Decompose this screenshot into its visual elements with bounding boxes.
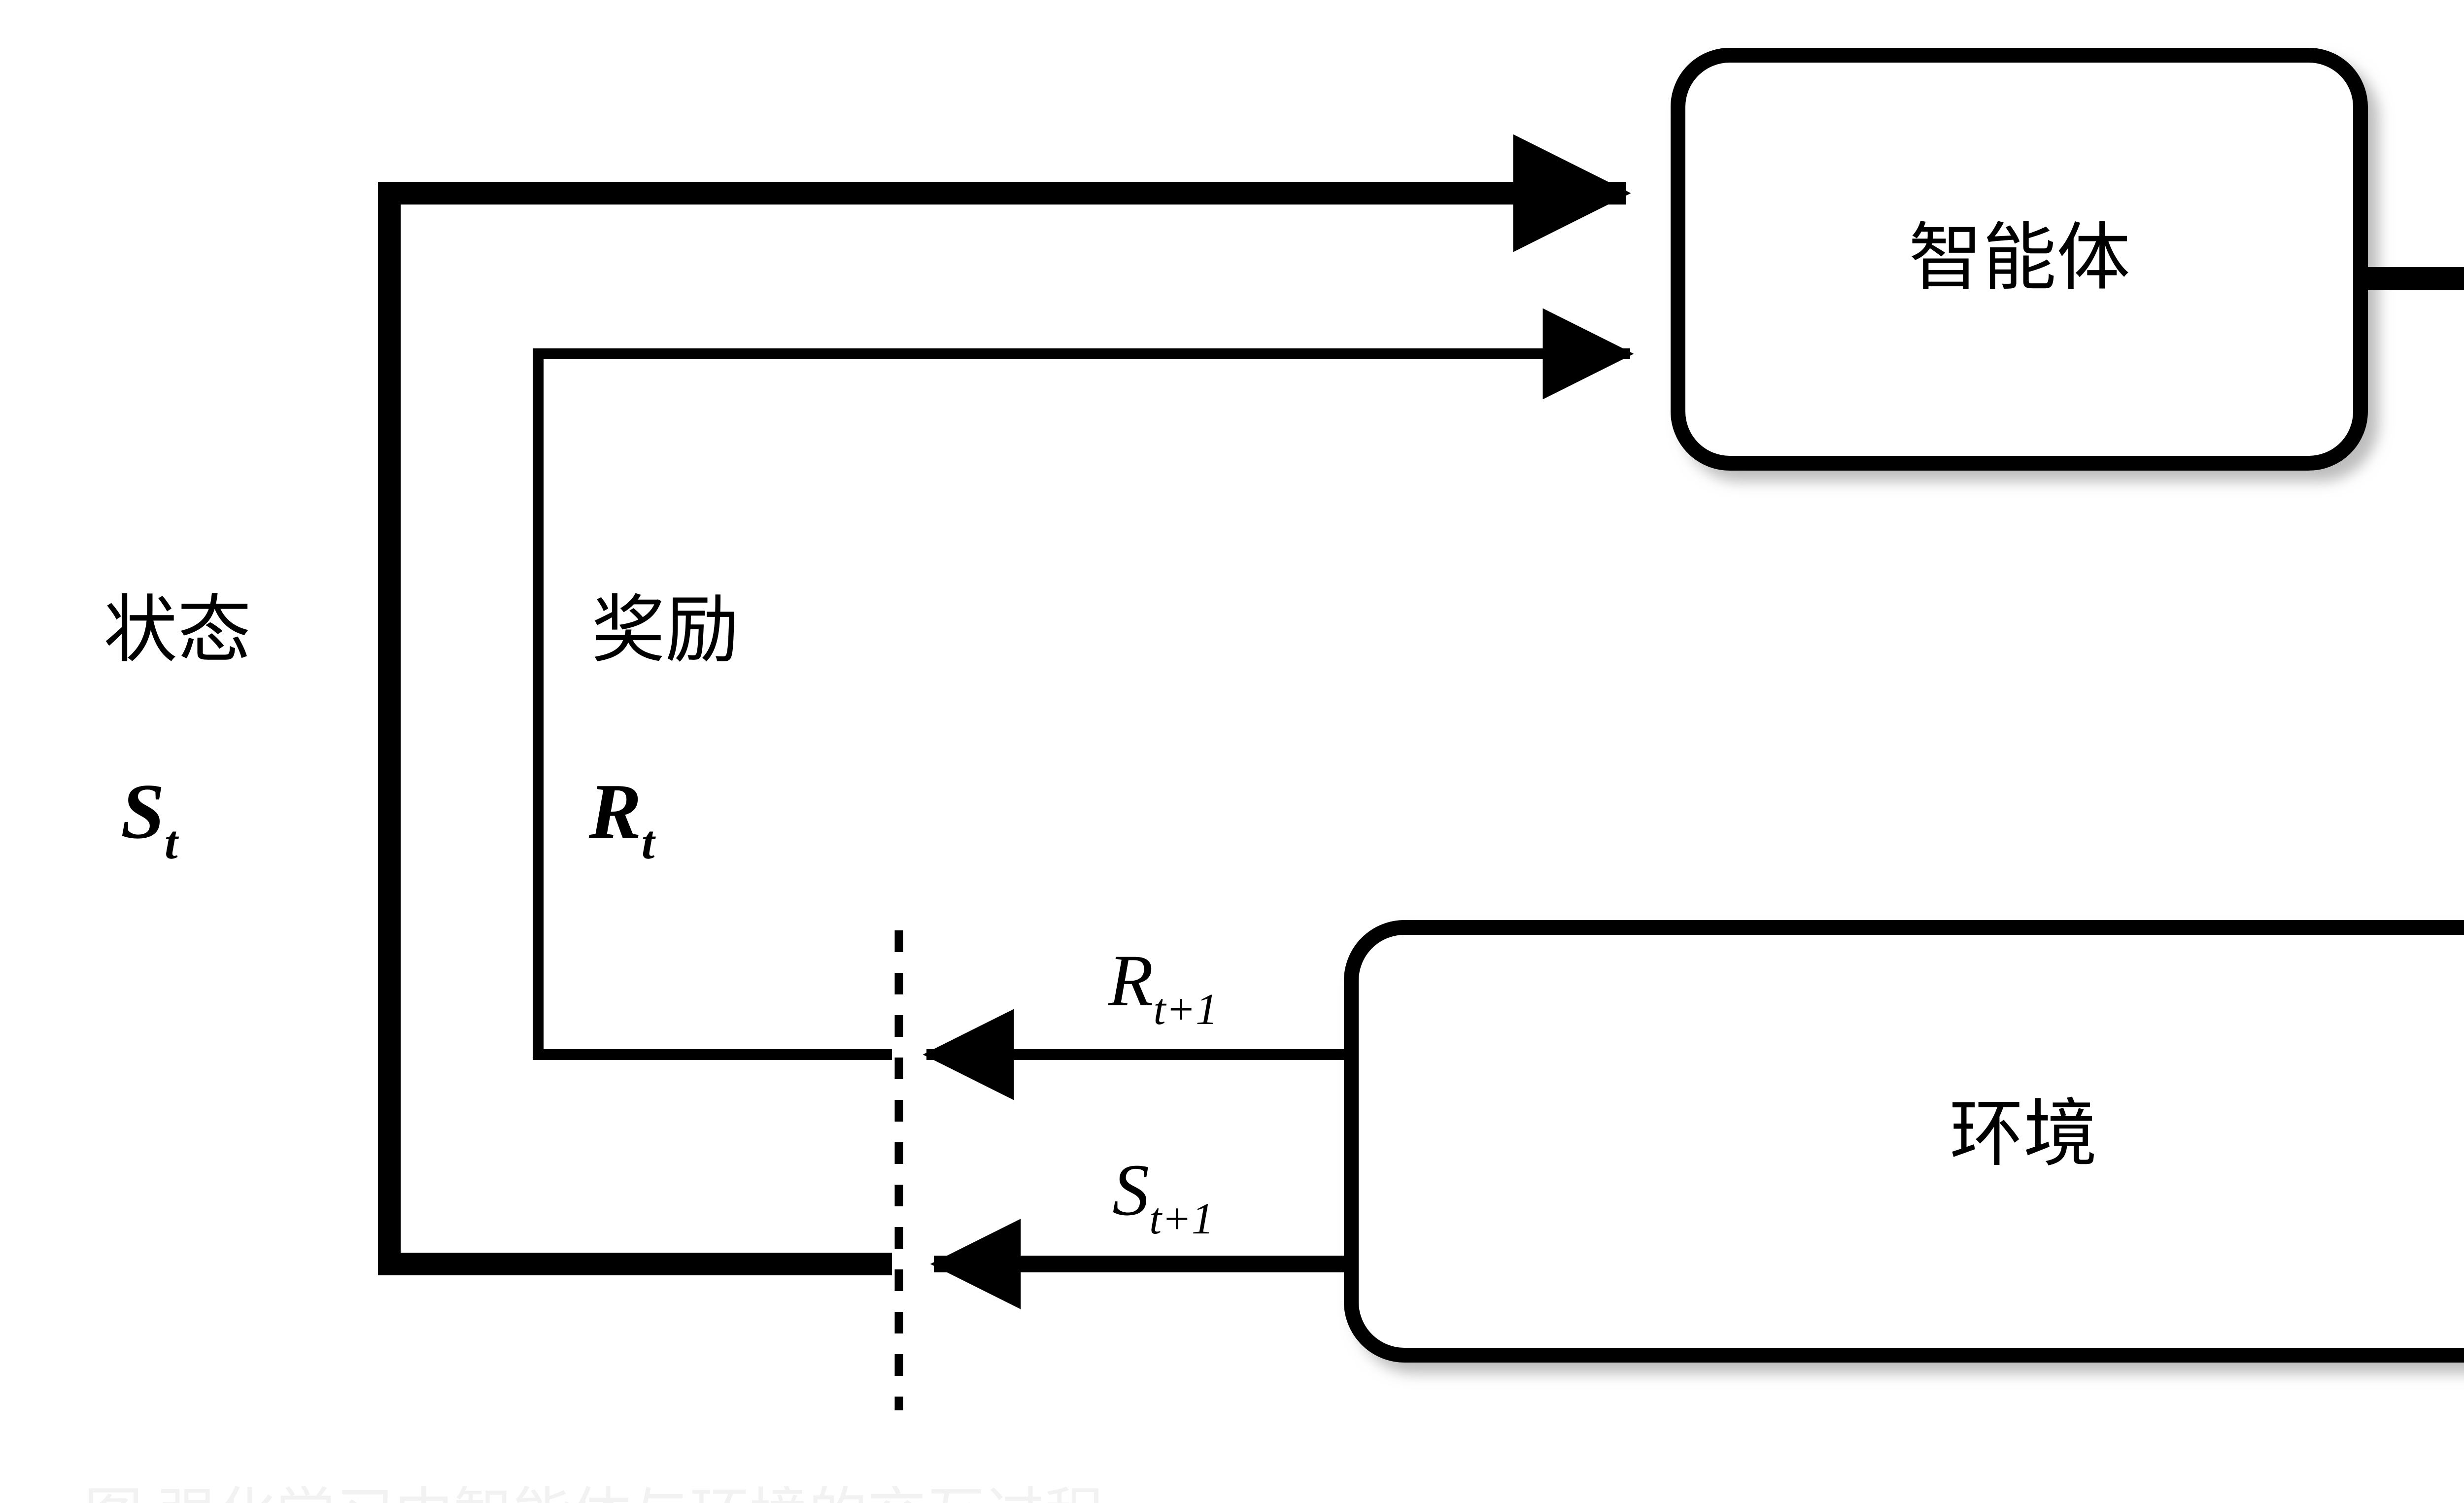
state-label-cn: 状态 bbox=[103, 590, 251, 672]
edge-reward-next: Rt+1 bbox=[923, 940, 1351, 1100]
reward-symbol: Rt bbox=[588, 767, 656, 869]
environment-label: 环境 bbox=[1950, 1093, 2097, 1175]
edge-state-to-agent bbox=[378, 134, 1631, 1275]
label-state: 状态 St bbox=[103, 590, 251, 869]
state-symbol: St bbox=[121, 767, 179, 869]
reward-feedback-path bbox=[533, 308, 1634, 1060]
state-next-label: St+1 bbox=[1112, 1149, 1214, 1243]
agent-node[interactable]: 智能体 bbox=[1671, 48, 2368, 471]
reward-next-label: Rt+1 bbox=[1108, 940, 1218, 1034]
figure-caption: 图 强化学习中智能体与环境的交互过程 bbox=[84, 1486, 1464, 1503]
agent-box[interactable] bbox=[1671, 48, 2368, 471]
agent-label: 智能体 bbox=[1909, 217, 2130, 299]
reward-label-cn: 奖励 bbox=[591, 590, 739, 672]
environment-node[interactable]: 环境 bbox=[1344, 920, 2464, 1363]
label-reward: 奖励 Rt bbox=[588, 590, 739, 869]
environment-box[interactable] bbox=[1344, 920, 2464, 1363]
state-feedback-path bbox=[378, 134, 1631, 1275]
edge-reward-to-agent bbox=[533, 308, 1634, 1060]
edge-state-next: St+1 bbox=[930, 1149, 1351, 1309]
